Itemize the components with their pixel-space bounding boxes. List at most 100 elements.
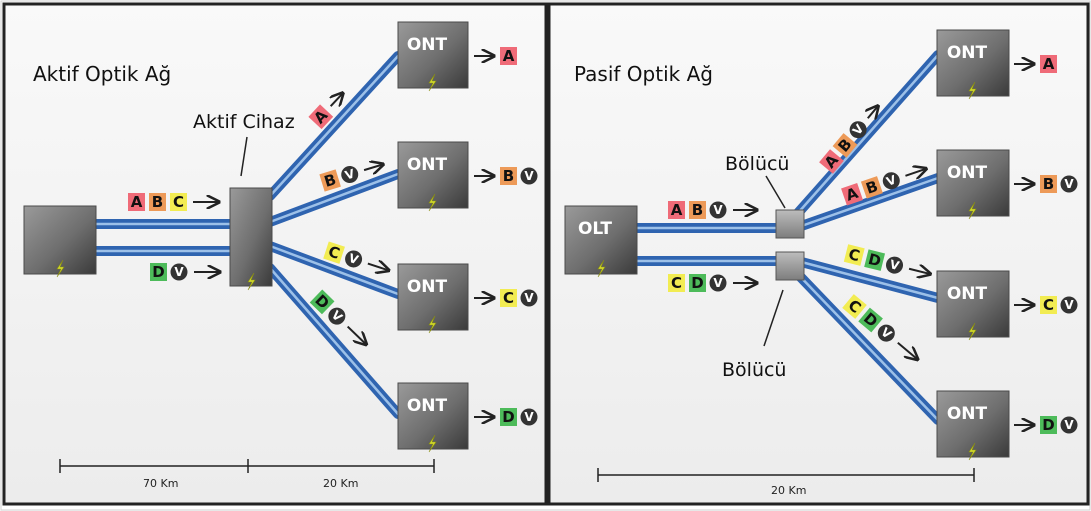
svg-text:B: B xyxy=(503,167,514,185)
olt-device: OLT xyxy=(564,205,638,278)
right-branch-signals-b-v-icon xyxy=(882,172,900,190)
right-branch-signals-a-arrow xyxy=(868,106,878,118)
left-branch-fiber-b xyxy=(265,169,403,227)
svg-text:C: C xyxy=(671,274,682,292)
power-bolt-icon xyxy=(428,315,437,334)
left-input-signals-top-chip-a xyxy=(128,193,145,211)
left-ont-3-out-v-icon xyxy=(520,289,538,307)
svg-text:V: V xyxy=(1064,177,1074,191)
active-device xyxy=(229,187,273,291)
splitter-bottom xyxy=(775,251,805,281)
svg-text:V: V xyxy=(713,203,723,217)
svg-text:A: A xyxy=(1043,55,1055,73)
right-branch-signals-a-chip-b xyxy=(832,133,858,158)
right-branch-signals-c-chip-c xyxy=(843,244,865,266)
right-ont-3-out-v-icon xyxy=(1060,296,1078,314)
left-scale-segment-2: 20 Km xyxy=(323,477,358,490)
splitter-label-top: Bölücü xyxy=(725,153,789,175)
right-branch-signals-d-chip-c xyxy=(842,294,867,319)
left-ont-3-label: ONT xyxy=(407,277,448,297)
power-bolt-icon xyxy=(247,272,256,291)
svg-text:C: C xyxy=(503,289,514,307)
svg-text:V: V xyxy=(524,410,534,424)
left-ont-4-out-v-icon xyxy=(520,408,538,426)
left-ont-4-label: ONT xyxy=(407,396,448,416)
right-branch-signals-a-v-icon xyxy=(849,121,867,139)
left-input-signals-bottom-chip-d xyxy=(150,263,167,281)
svg-text:A: A xyxy=(131,193,143,211)
splitter-top-pointer xyxy=(765,175,786,209)
svg-text:V: V xyxy=(524,169,534,183)
right-input-signals-top-v-icon xyxy=(709,201,727,219)
left-source-device xyxy=(23,205,97,278)
power-bolt-icon xyxy=(428,434,437,453)
svg-text:B: B xyxy=(1043,175,1054,193)
left-ont-1-out-chip-a xyxy=(500,47,517,65)
svg-text:B: B xyxy=(864,177,881,198)
svg-text:D: D xyxy=(866,250,882,270)
left-branch-signals-c-chip-c xyxy=(323,241,345,264)
right-ont-1-out-chip-a xyxy=(1040,55,1057,73)
right-ont-1: ONT xyxy=(936,29,1010,100)
left-ont-4-out-chip-d xyxy=(500,408,517,426)
left-branch-fiber-d xyxy=(265,263,403,419)
splitter-label-bottom: Bölücü xyxy=(722,359,786,381)
svg-text:B: B xyxy=(692,201,703,219)
left-branch-signals-d-arrow xyxy=(346,325,367,345)
right-scale-bar: 20 Km xyxy=(597,468,975,497)
right-ont-4: ONT xyxy=(936,390,1010,461)
left-panel-title: Aktif Optik Ağ xyxy=(33,62,171,86)
left-ont-1-output: A xyxy=(474,47,517,65)
svg-text:V: V xyxy=(1064,418,1074,432)
svg-text:B: B xyxy=(322,170,338,191)
left-branch-signals-c-arrow xyxy=(367,264,389,271)
left-ont-3-out-chip-c xyxy=(500,289,517,307)
active-device-label: Aktif Cihaz xyxy=(193,111,295,133)
active-device-pointer xyxy=(240,136,248,177)
left-branch-fiber-c xyxy=(265,241,403,299)
svg-text:V: V xyxy=(174,265,184,279)
right-ont-4-label: ONT xyxy=(947,404,988,424)
left-scale-bar: 70 Km 20 Km xyxy=(59,459,435,490)
left-ont-2-out-chip-b xyxy=(500,167,517,185)
left-input-signals-bottom-v-icon xyxy=(170,263,188,281)
splitter-bottom-pointer xyxy=(763,289,784,347)
right-ont-4-out-v-icon xyxy=(1060,416,1078,434)
right-branch-signals-b-arrow xyxy=(905,169,926,176)
svg-text:C: C xyxy=(1043,296,1054,314)
left-input-signals-top-chip-c xyxy=(170,193,187,211)
fiber-links xyxy=(90,50,943,425)
svg-text:C: C xyxy=(847,245,862,265)
svg-text:V: V xyxy=(888,257,901,273)
svg-text:B: B xyxy=(152,193,163,211)
svg-text:D: D xyxy=(1042,416,1054,434)
svg-text:C: C xyxy=(326,242,342,263)
svg-text:A: A xyxy=(503,47,515,65)
right-branch-signals-b-chip-a xyxy=(841,182,864,206)
right-branch-signals-d-v-icon xyxy=(877,324,895,342)
right-ont-2: ONT xyxy=(936,149,1010,220)
left-ont-3: ONT xyxy=(397,263,469,334)
right-ont-3: ONT xyxy=(936,270,1010,341)
right-ont-2-out-chip-b xyxy=(1040,175,1057,193)
right-input-signals-top-chip-b xyxy=(689,201,706,219)
power-bolt-icon xyxy=(428,193,437,212)
svg-text:V: V xyxy=(1064,298,1074,312)
right-branch-signals-d-chip-d xyxy=(858,307,883,333)
right-input-signals-top-chip-a xyxy=(668,201,685,219)
right-branch-fiber-d xyxy=(785,261,943,425)
right-input-signals-bottom-chip-d xyxy=(689,274,706,292)
right-branch-signals-c-arrow xyxy=(908,269,930,274)
svg-text:V: V xyxy=(524,291,534,305)
